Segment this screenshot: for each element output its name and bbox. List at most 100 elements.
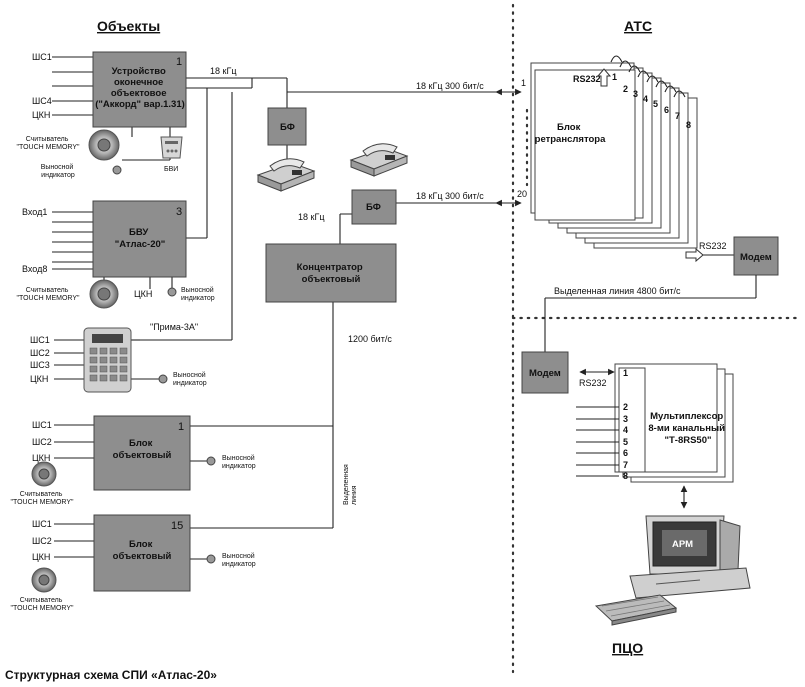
touch-memory-reader-icon [89, 279, 119, 309]
repeater-page-numbers: 1 2 3 4 5 6 7 8 [612, 72, 691, 130]
bf2-label: БФ [366, 202, 381, 213]
remote-indicator-icon [206, 554, 216, 564]
touch-memory-reader-icon [31, 567, 57, 593]
bvu-reader-label: Считыватель "TOUCH MEMORY" [16, 287, 80, 302]
svg-text:3: 3 [623, 414, 628, 424]
repeater-rs232-out-label: RS232 [699, 241, 727, 251]
svg-text:4: 4 [623, 425, 628, 435]
dedicated-line-vertical-label: Выделенная линия [343, 462, 358, 505]
svg-text:7: 7 [623, 460, 628, 470]
block15-indicator-label: Выносной индикатор [222, 552, 257, 568]
header-pco: ПЦО [612, 640, 643, 656]
concentrator-title: Концентратор объектовый [297, 262, 366, 285]
up-arrow-icon [596, 68, 612, 87]
bvi-unit-icon [160, 136, 183, 159]
bvu-title: БВУ "Атлас-20" [115, 227, 166, 250]
svg-text:8: 8 [623, 471, 628, 481]
bvu-indicator-label: Выносной индикатор [181, 286, 216, 302]
mux-ports: 1 2 3 4 5 6 7 8 [623, 368, 628, 481]
header-ats: АТС [624, 18, 652, 34]
repeater-stack: 1 2 3 4 5 6 7 8 RS232 Блок ретранслятора… [517, 55, 727, 263]
svg-text:2: 2 [623, 84, 628, 94]
block15-input-shs2: ШС2 [32, 536, 52, 546]
touch-memory-reader-icon [88, 129, 120, 161]
modem-ats: Модем Выделенная линия 4800 бит/с [544, 236, 779, 352]
prima-3a: "Прима-3А" ШС1 ШС2 ШС3 ЦКН Выносной инди… [30, 322, 208, 393]
end-device-accord: 1 Устройство оконечное объектовое ("Акко… [16, 51, 287, 179]
remote-indicator-icon [112, 165, 122, 175]
block15-input-shs1: ШС1 [32, 519, 52, 529]
bvu-input-8: Вход8 [22, 264, 47, 274]
device1-input-shs4: ШС4 [32, 96, 52, 106]
svg-text:6: 6 [664, 105, 669, 115]
header-objects: Объекты [97, 18, 160, 34]
object-concentrator [265, 243, 397, 303]
line-label-mid: 18 кГц 300 бит/с [416, 191, 484, 201]
repeater-port-first: 1 [521, 78, 526, 88]
multiplexer: Мультиплексор 8-ми канальный "Т-8RS50" 1… [576, 363, 734, 483]
pco-station: Модем RS232 Мультиплексор 8-ми канальный… [521, 351, 751, 626]
block15-number: 15 [171, 520, 183, 532]
arm-label: АРМ [672, 539, 693, 550]
repeater-title: Блок ретранслятора [535, 122, 606, 145]
bf-filter-2 [351, 189, 397, 225]
object-block-1: 1 Блок объектовый ШС1 ШС2 ЦКН Считывател… [10, 415, 333, 506]
bvu-ckn-label: ЦКН [134, 289, 152, 299]
mux-title: Мультиплексор 8-ми канальный "Т-8RS50" [648, 411, 727, 446]
dedicated-line-4800-label: Выделенная линия 4800 бит/с [554, 286, 681, 296]
block1-indicator-label: Выносной индикатор [222, 454, 257, 470]
block1-input-shs1: ШС1 [32, 420, 52, 430]
remote-indicator-icon [158, 374, 168, 384]
keypad-panel-icon [83, 327, 132, 393]
block1-title: Блок объектовый [113, 438, 172, 461]
device1-input-shs1: ШС1 [32, 52, 52, 62]
bvi-label: БВИ [164, 166, 178, 173]
object-block-15: 15 Блок объектовый ШС1 ШС2 ЦКН Считывате… [10, 514, 333, 612]
line-label-top: 18 кГц 300 бит/с [416, 81, 484, 91]
svg-text:7: 7 [675, 111, 680, 121]
modem-pco [521, 351, 569, 394]
block1-input-shs2: ШС2 [32, 437, 52, 447]
repeater-port-last: 20 [517, 189, 527, 199]
svg-text:6: 6 [623, 448, 628, 458]
workstation-computer-icon [594, 515, 751, 626]
prima-input-shs1: ШС1 [30, 335, 50, 345]
device1-indicator-label: Выносной индикатор [41, 163, 76, 179]
device1-number: 1 [176, 56, 182, 68]
repeater-pages [530, 62, 698, 249]
freq-label-top: 18 кГц [210, 66, 236, 76]
prima-indicator-label: Выносной индикатор [173, 371, 208, 387]
bf-filter-1 [267, 107, 307, 146]
block1-input-ckn: ЦКН [32, 453, 50, 463]
svg-text:1: 1 [612, 72, 617, 82]
bvu-atlas20: 3 БВУ "Атлас-20" Вход1 Вход8 Считыватель… [16, 200, 216, 309]
prima-input-shs2: ШС2 [30, 348, 50, 358]
modem-pco-label: Модем [529, 368, 561, 379]
repeater-rs232-label: RS232 [573, 74, 601, 84]
telephone-icon [256, 158, 316, 192]
prima-label: "Прима-3А" [150, 322, 198, 332]
device1-title: Устройство оконечное объектовое ("Аккорд… [95, 66, 185, 110]
svg-text:3: 3 [633, 89, 638, 99]
svg-text:5: 5 [653, 99, 658, 109]
remote-indicator-icon [167, 287, 177, 297]
block1-reader-label: Считыватель "TOUCH MEMORY" [10, 491, 74, 506]
svg-text:2: 2 [623, 402, 628, 412]
svg-text:5: 5 [623, 437, 628, 447]
telephone-icon [349, 143, 409, 177]
svg-text:8: 8 [686, 120, 691, 130]
block15-input-ckn: ЦКН [32, 552, 50, 562]
device1-input-ckn: ЦКН [32, 110, 50, 120]
diagram-caption: Структурная схема СПИ «Атлас-20» [5, 668, 217, 682]
svg-text:4: 4 [643, 94, 648, 104]
touch-memory-reader-icon [31, 461, 57, 487]
right-arrow-icon [685, 247, 704, 263]
rs232-mux-label: RS232 [579, 378, 607, 388]
baud-1200-label: 1200 бит/с [348, 334, 392, 344]
device1-reader-label: Считыватель "TOUCH MEMORY" [16, 136, 80, 151]
bf1-label: БФ [280, 122, 295, 133]
bvu-input-1: Вход1 [22, 207, 47, 217]
freq-label-mid: 18 кГц [298, 212, 324, 222]
prima-input-shs3: ШС3 [30, 360, 50, 370]
